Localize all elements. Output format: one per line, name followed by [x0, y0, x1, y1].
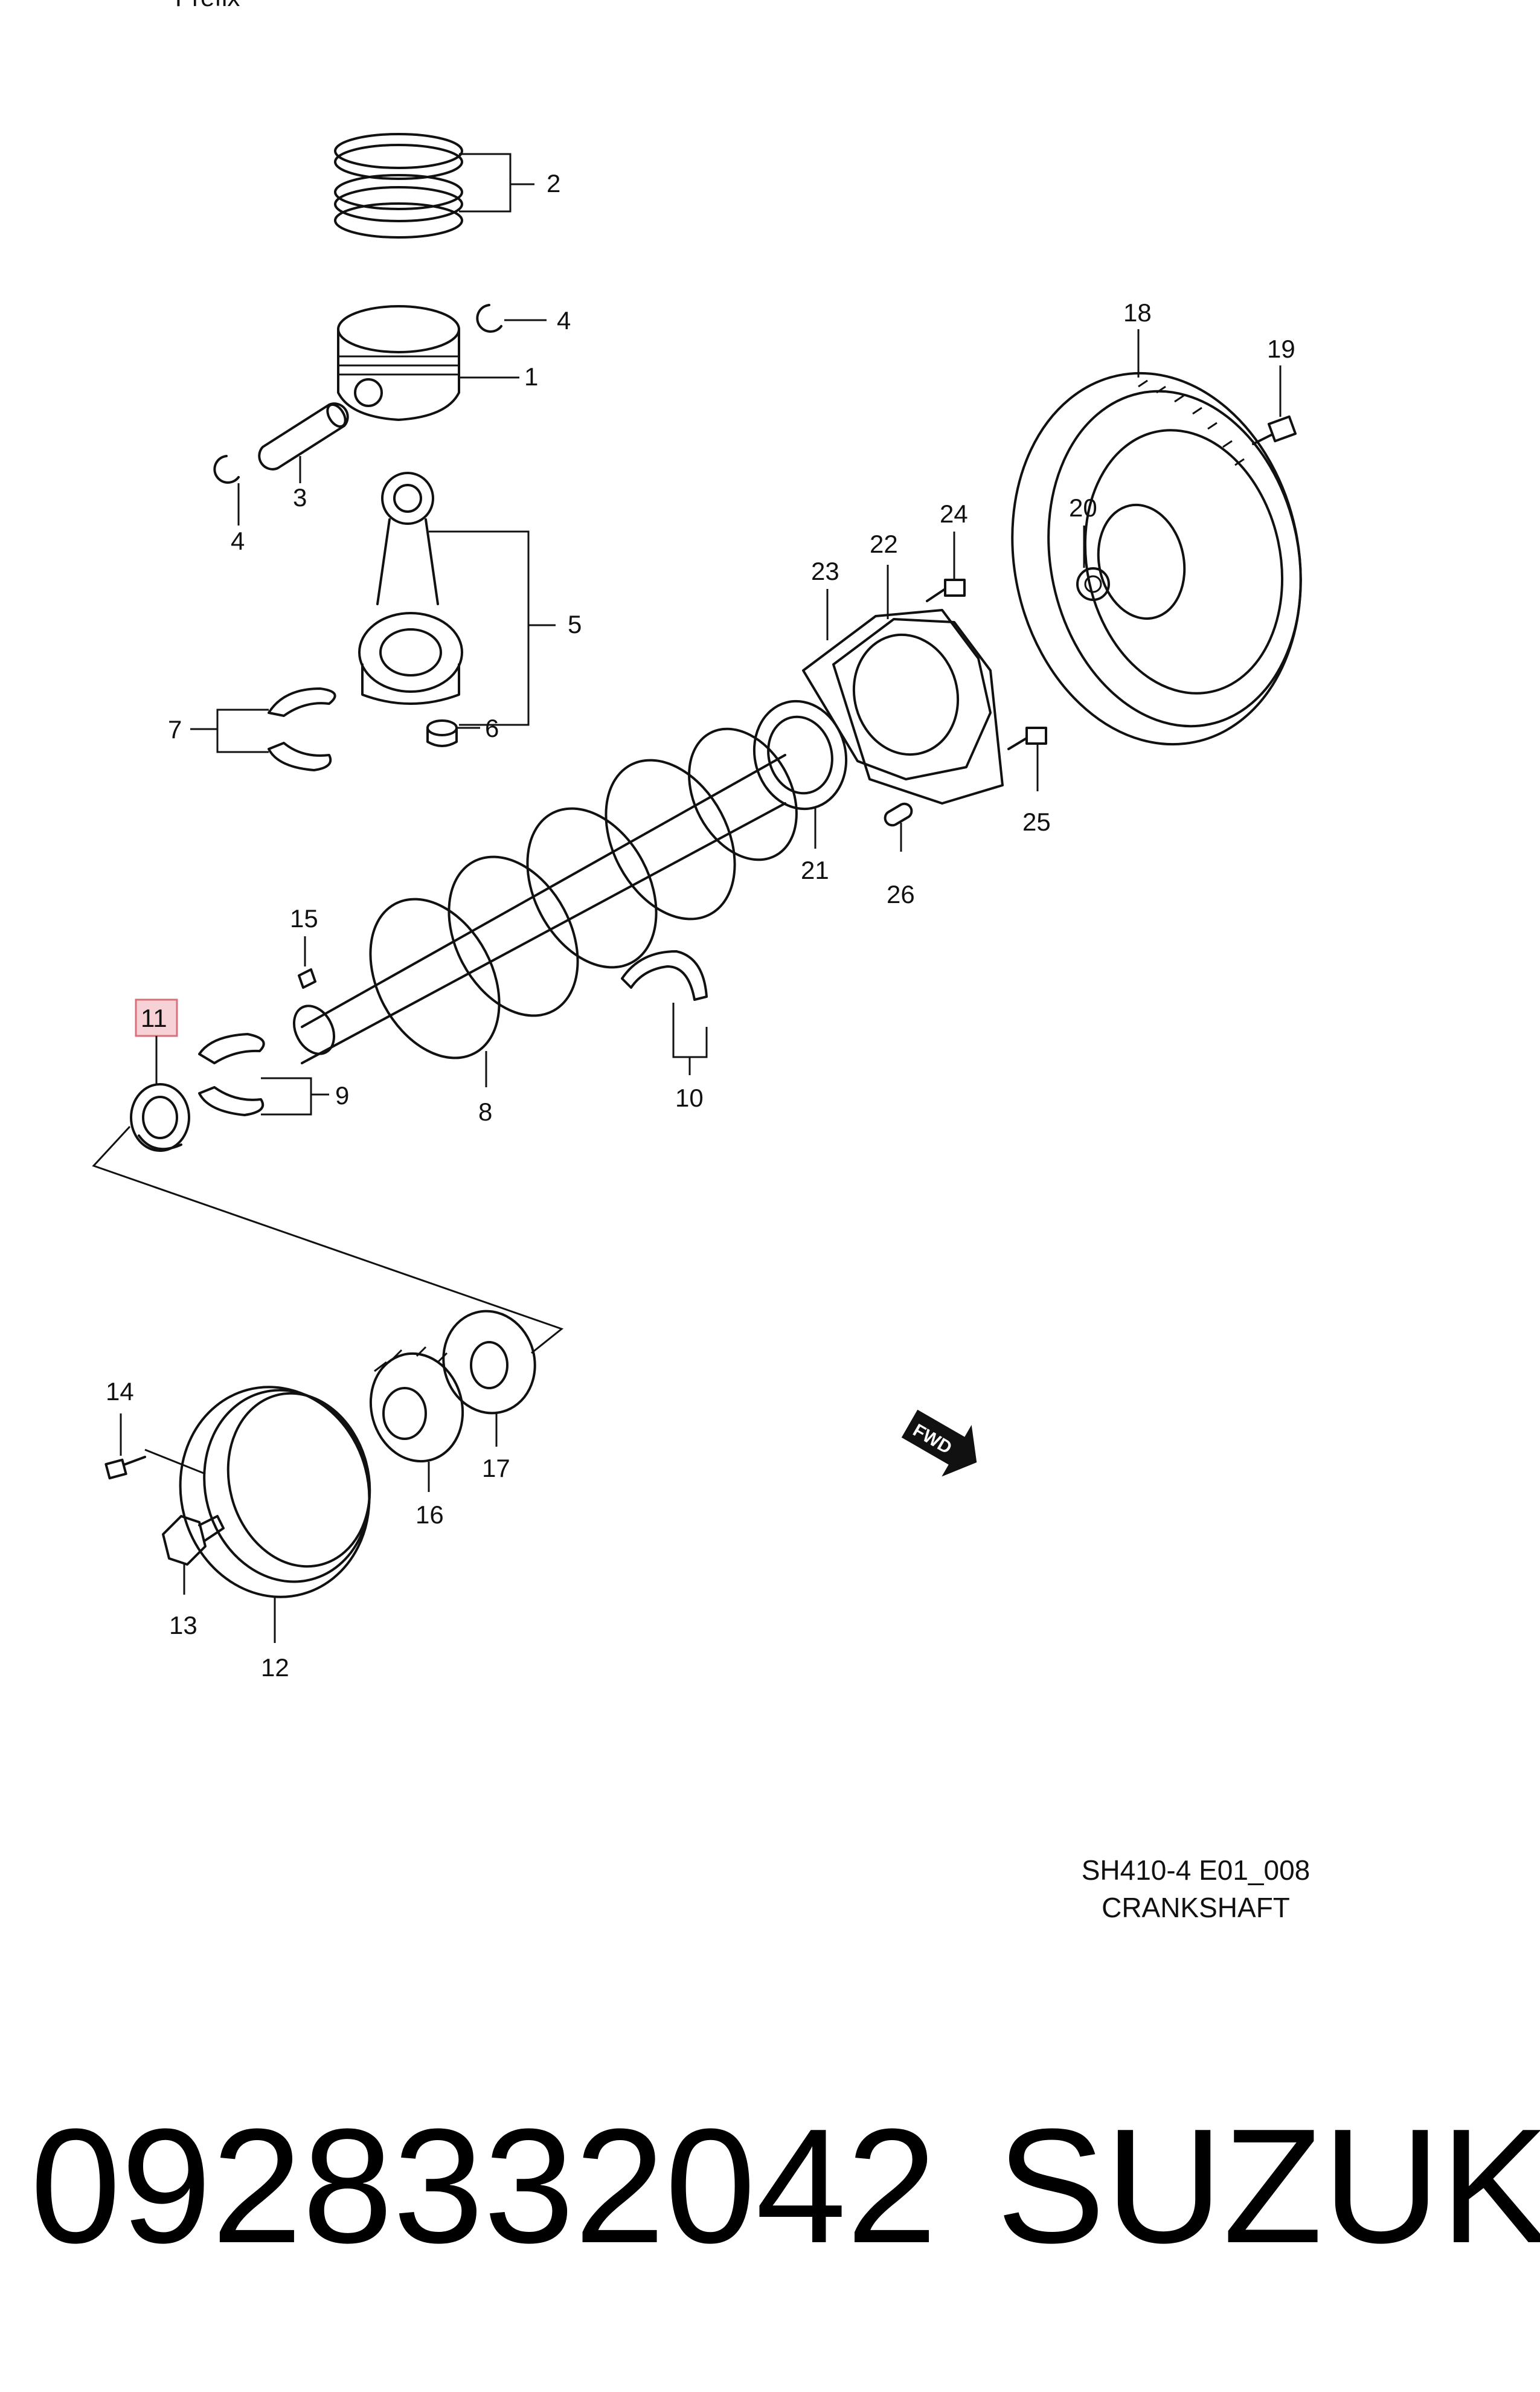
diagram-code: SH410-4 E01_008 [1081, 1854, 1311, 1886]
fwd-arrow-icon: FWD [901, 1409, 977, 1477]
circlip-lower [213, 455, 240, 484]
callout-19: 19 [1267, 335, 1295, 363]
callout-10: 10 [675, 1084, 704, 1112]
callout-11-highlight [135, 998, 178, 1037]
pulley-small-bolt [104, 1456, 146, 1480]
callout-2: 2 [547, 169, 560, 198]
piston-rings [334, 133, 463, 239]
crank-key [298, 968, 316, 989]
callout-1: 1 [524, 362, 538, 391]
diagram-title: CRANKSHAFT [1102, 1892, 1290, 1923]
main-bearings-center [621, 950, 708, 1058]
piston [337, 305, 460, 421]
callout-17: 17 [482, 1454, 510, 1482]
brand-name: SUZUKI [996, 2095, 1540, 2277]
callout-4b: 4 [231, 527, 245, 555]
flywheel-bolt [1076, 567, 1110, 601]
housing-bolt-lower [1007, 727, 1047, 750]
callout-15: 15 [290, 904, 318, 933]
callout-21: 21 [801, 856, 829, 884]
callout-9: 9 [335, 1081, 349, 1110]
callout-6: 6 [485, 714, 499, 742]
oil-seal-housing [802, 609, 992, 780]
pulley-bolt [162, 1515, 225, 1566]
callout-5: 5 [568, 610, 582, 638]
part-number: 0928332042 [30, 2095, 937, 2277]
callout-8: 8 [478, 1098, 492, 1126]
crank-pulley [179, 1386, 371, 1598]
callout-13: 13 [169, 1611, 197, 1639]
dowel-pin [884, 802, 913, 827]
rear-oil-seal [752, 699, 848, 811]
footer [0, 1993, 1540, 2392]
housing-bolt-upper [926, 579, 966, 602]
header-fragment: Prefix [175, 0, 240, 11]
callout-12: 12 [261, 1653, 289, 1682]
callout-16: 16 [415, 1500, 444, 1529]
callout-23: 23 [811, 557, 839, 585]
callout-20: 20 [1069, 494, 1097, 522]
flywheel [1011, 371, 1302, 746]
callout-26: 26 [887, 880, 915, 908]
assembly-line [92, 1125, 564, 1354]
callout-22: 22 [870, 530, 898, 558]
callout-7: 7 [168, 715, 182, 744]
parts-diagram: Prefix 2 1 4 4 3 5 [92, 0, 1302, 1682]
crank-washer [442, 1310, 536, 1415]
timing-sprocket [369, 1346, 464, 1463]
callout-18: 18 [1123, 298, 1152, 327]
piston-pin [258, 402, 349, 471]
housing-gasket [832, 618, 1004, 805]
front-oil-seal[interactable] [130, 1083, 190, 1152]
callout-14: 14 [106, 1377, 134, 1406]
crankshaft [292, 727, 798, 1064]
callout-3: 3 [293, 483, 307, 512]
flywheel-outer-bolt [1252, 415, 1297, 445]
rod-nut [426, 719, 458, 747]
circlip-upper [476, 304, 502, 333]
callout-4a: 4 [557, 306, 571, 335]
main-bearings-front [198, 1033, 265, 1116]
connecting-rod [358, 472, 463, 705]
callout-24: 24 [940, 500, 968, 528]
callout-11: 11 [141, 1004, 167, 1032]
callout-25: 25 [1022, 808, 1051, 836]
rod-bearings [268, 687, 336, 771]
